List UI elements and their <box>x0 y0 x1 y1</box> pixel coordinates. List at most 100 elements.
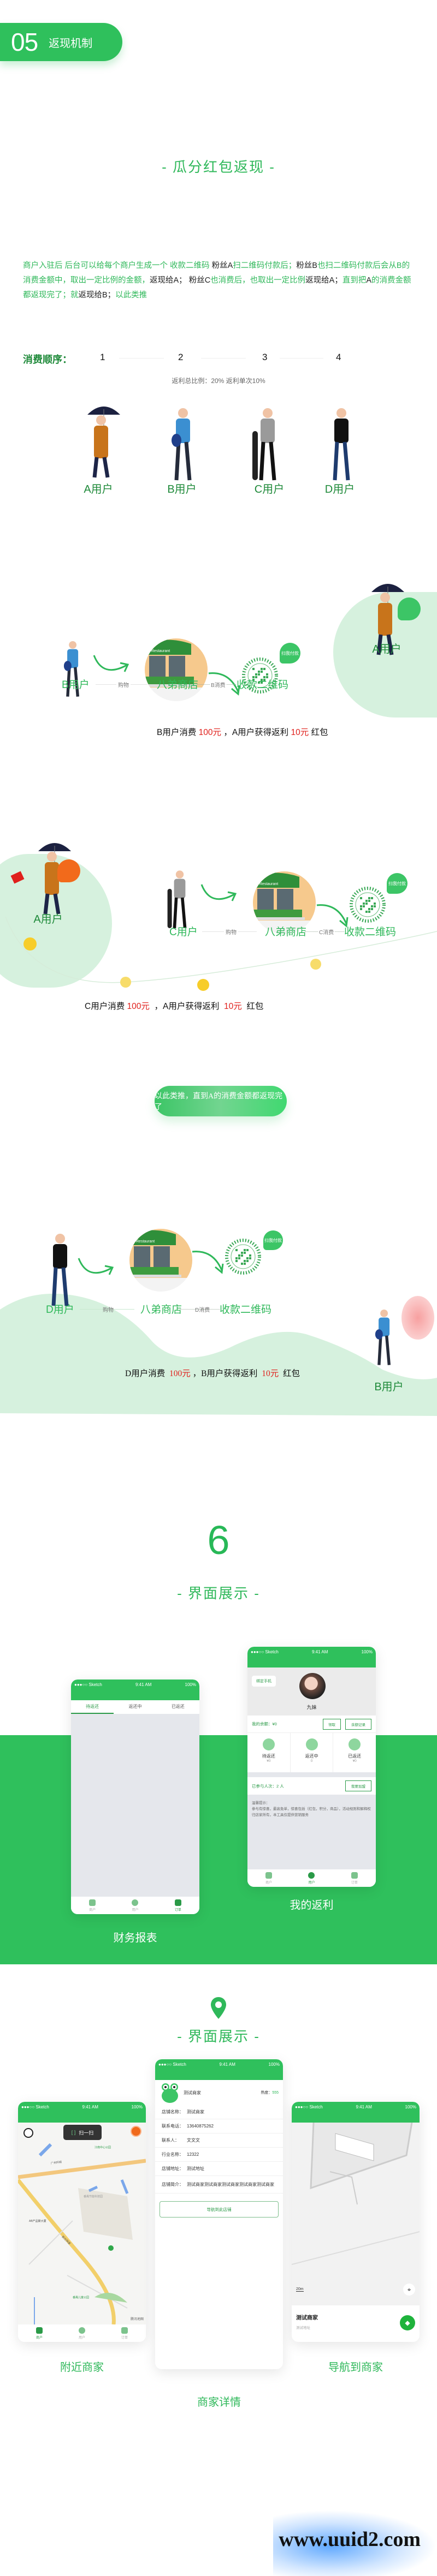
section-title: - 界面展示 - <box>177 2028 260 2045</box>
notice-title: 温馨提示： <box>252 1801 270 1805</box>
summary-line: D用户消费 100元 ，B用户获得返利 10元 红包 <box>125 1367 300 1379</box>
tab-returned[interactable]: 已返还 <box>171 1704 185 1709</box>
balance-label: 我的余额：¥0 <box>252 1722 277 1726</box>
field-value: 文文文 <box>187 2138 200 2143</box>
nav-merchant[interactable]: 商户 <box>36 2327 43 2340</box>
map-attribution: 腾讯地图 <box>130 2318 144 2321</box>
store-illustration: Restaurant <box>145 638 208 701</box>
summary-amount: 100元 <box>127 1002 150 1011</box>
stat-pending: 待返还¥0 <box>247 1733 291 1772</box>
participants-label: 已参与人次：2 人 <box>252 1783 284 1789</box>
watermark-glow <box>273 2510 437 2576</box>
user-b-illustration <box>167 401 194 486</box>
nav-orders[interactable]: 订单 <box>121 2327 128 2340</box>
user-label: D用户 <box>324 483 355 495</box>
claim-button[interactable]: 领取 <box>323 1718 341 1730</box>
user-d-illustration <box>44 1227 76 1311</box>
user-icon <box>78 2327 85 2334</box>
balance-records-button[interactable]: 余额记录 <box>345 1718 371 1730</box>
nav-label: 商户 <box>89 1908 96 1912</box>
nav-label: 用户 <box>132 1908 139 1912</box>
stat-returned: 已返还¥0 <box>333 1733 376 1772</box>
step-number: 2 <box>178 352 184 362</box>
locate-icon[interactable] <box>23 2128 33 2138</box>
location-pin-icon <box>211 1997 226 2019</box>
summary-amount: 100元 <box>169 1369 191 1378</box>
field-key: 店铺名称： <box>162 2109 184 2114</box>
caption: 附近商家 <box>60 2362 104 2374</box>
map[interactable] <box>18 2123 146 2324</box>
summary-amount: 100元 <box>198 728 222 737</box>
tab-strip: 待返还 返还中 已返还 <box>71 1700 199 1714</box>
user-center-icon[interactable] <box>131 2126 141 2137</box>
field-value: 测试商家测试商家测试商家测试商家测试商家 <box>187 2182 274 2187</box>
summary-text: ，B用户获得返利 <box>190 1369 262 1378</box>
buyer-label: B用户 <box>62 679 90 691</box>
profile-header: 绑定手机 九妹 <box>247 1667 376 1716</box>
summary-text: ，A用户获得返利 <box>221 728 291 737</box>
scan-bubble: 扫我付款 <box>263 1230 283 1250</box>
nav-orders[interactable]: 订单 <box>351 1872 358 1885</box>
field-value: 测试商家 <box>187 2109 204 2114</box>
nav-merchant[interactable]: 商户 <box>265 1872 272 1885</box>
field-row: 联系人：文文文 <box>155 2133 283 2148</box>
nav-user[interactable]: 用户 <box>308 1872 315 1885</box>
field-row: 店铺地址：测试地址 <box>155 2162 283 2176</box>
summary-amount: 10元 <box>223 1002 242 1011</box>
navigate-to-store-button[interactable]: 导航到此店铺 <box>160 2201 279 2218</box>
summary-text: 红包 <box>309 728 328 737</box>
scan-button[interactable]: [ ]扫一扫 <box>63 2125 102 2140</box>
nav-user[interactable]: 用户 <box>78 2327 85 2340</box>
intro-segment: 粉丝B <box>296 261 317 270</box>
step-number: 3 <box>262 352 268 362</box>
summary-text: 红包 <box>279 1369 300 1378</box>
qr-label: 收款二维码 <box>237 679 289 691</box>
tab-pending[interactable]: 待返还 <box>71 1700 114 1714</box>
arrow-icon <box>93 655 129 672</box>
buyer-label: C用户 <box>169 927 198 938</box>
store-illustration: Restaurant <box>253 871 316 934</box>
arrow-icon <box>200 884 237 901</box>
join-button[interactable]: 我要加盟 <box>345 1780 371 1791</box>
qr-code-icon <box>242 658 278 696</box>
summary-text: 红包 <box>241 1002 264 1011</box>
field-row: 联系电话：13640875262 <box>155 2119 283 2133</box>
nav-merchant[interactable]: 商户 <box>89 1899 96 1912</box>
nav-label: 商户 <box>265 1881 273 1885</box>
locate-icon[interactable]: ⌖ <box>403 2284 415 2296</box>
carrier: ●●●○○ Sketch <box>74 1682 102 1687</box>
user-a-illustration <box>36 835 74 919</box>
nav-label: 用户 <box>308 1881 315 1885</box>
carrier: ●●●○○ Sketch <box>21 2105 49 2109</box>
map-label: 番禺儿童公园 <box>73 2296 90 2299</box>
summary-amount: 10元 <box>291 728 309 737</box>
action-label: 购物 <box>116 680 131 689</box>
nav-orders[interactable]: 订单 <box>174 1899 181 1912</box>
nav-user[interactable]: 用户 <box>132 1899 139 1912</box>
money-bubble-icon <box>57 859 80 882</box>
user-label: C用户 <box>254 483 285 495</box>
navigate-icon[interactable]: ◆ <box>400 2315 415 2330</box>
merchant-header: 测试商家 热度：555 <box>155 2080 283 2105</box>
qr-code-icon <box>350 887 386 925</box>
battery: 100% <box>131 2105 143 2109</box>
tab-in-progress[interactable]: 返还中 <box>128 1704 142 1709</box>
bottom-nav: 商户 用户 订单 <box>71 1897 199 1914</box>
field-row: 店铺简介：测试商家测试商家测试商家测试商家测试商家 <box>155 2176 283 2194</box>
battery: 100% <box>361 1649 373 1654</box>
map[interactable] <box>292 2123 420 2305</box>
heat-label: 热度： <box>261 2091 273 2095</box>
notice: 温馨提示： 参与有惊喜，最高免单，惊喜包括（红包，积分，商品），活动规则和解释权… <box>247 1795 376 1824</box>
merchant-card: 测试商家 测试地址 ◆ <box>292 2305 420 2342</box>
time: 9:41 AM <box>312 1649 328 1654</box>
connector <box>80 1309 134 1310</box>
bind-phone-button[interactable]: 绑定手机 <box>252 1676 276 1687</box>
user-icon <box>132 1899 139 1906</box>
user-b-illustration <box>60 636 82 701</box>
stat-value: ¥0 <box>352 1759 357 1763</box>
